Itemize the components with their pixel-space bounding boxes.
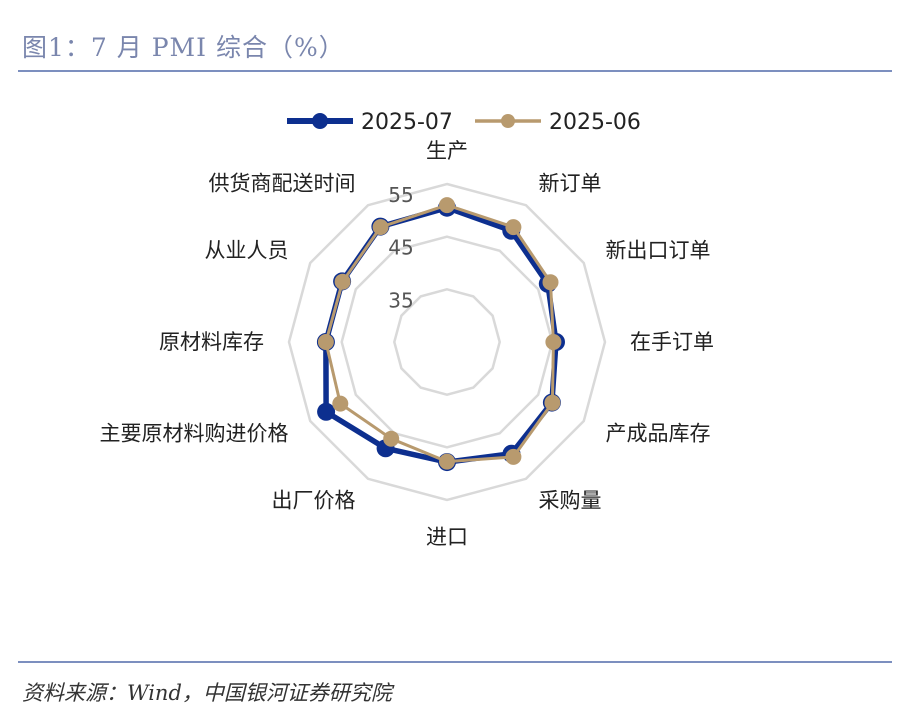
grid-ring-45: [340, 235, 554, 449]
data-point: [317, 334, 334, 350]
category-label: 新出口订单: [606, 239, 711, 263]
legend: 2025-07 2025-06: [287, 110, 641, 135]
grid-ring-55: [287, 182, 607, 502]
category-label: 生产: [426, 139, 468, 163]
top-divider: [18, 70, 892, 72]
radar-grid: [287, 182, 607, 502]
data-point: [334, 273, 351, 290]
data-point: [383, 430, 400, 447]
source-note: 资料来源：Wind，中国银河证券研究院: [22, 681, 392, 705]
category-label: 从业人员: [205, 239, 289, 263]
data-point: [544, 394, 561, 411]
data-point: [542, 274, 559, 291]
category-label: 产成品库存: [606, 422, 711, 446]
series-2025-06: [317, 197, 562, 470]
category-label: 主要原材料购进价格: [100, 422, 289, 446]
tick-label-35: 35: [388, 288, 413, 312]
data-point: [505, 448, 522, 465]
tick-label-45: 45: [388, 236, 413, 260]
data-point: [439, 197, 455, 214]
data-point: [545, 334, 562, 350]
category-label: 在手订单: [630, 330, 714, 354]
category-label: 采购量: [539, 489, 602, 513]
data-point: [317, 402, 336, 421]
legend-marker: [312, 113, 328, 129]
grid-ring-35: [393, 288, 501, 396]
category-label: 出厂价格: [272, 489, 356, 513]
series-line: [323, 204, 559, 465]
legend-label: 2025-07: [361, 110, 453, 135]
category-label: 新订单: [539, 172, 602, 196]
legend-label: 2025-06: [549, 110, 641, 135]
radial-tick-labels: 35 45 55: [388, 183, 413, 312]
legend-marker: [501, 114, 515, 128]
category-label: 供货商配送时间: [209, 172, 356, 196]
category-label: 原材料库存: [159, 330, 264, 354]
data-point: [505, 219, 522, 236]
bottom-divider: [18, 661, 892, 663]
data-point: [332, 395, 349, 412]
series-layer: [316, 197, 565, 472]
data-point: [439, 453, 455, 470]
chart-title: 图1：7 月 PMI 综合（%）: [22, 33, 345, 62]
data-point: [372, 219, 389, 236]
tick-label-55: 55: [388, 183, 413, 207]
category-label: 进口: [426, 525, 468, 549]
